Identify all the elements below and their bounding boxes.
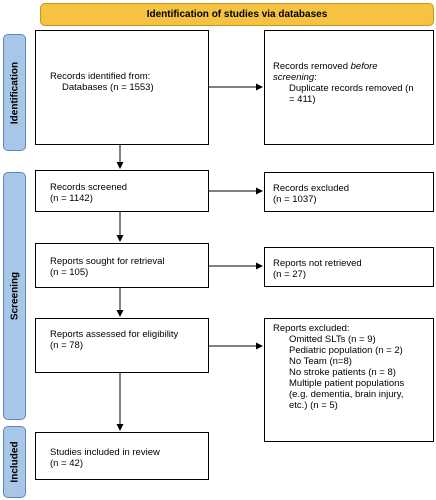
records-identified-label: Records identified from: (50, 71, 151, 82)
phase-screening: Screening (3, 172, 26, 420)
reports-assessed-count: (n = 78) (50, 340, 84, 351)
records-identified-count: Databases (n = 1553) (62, 82, 154, 93)
exclusion-reason: Pediatric population (n = 2) (289, 345, 403, 356)
records-identified-box: Records identified from: Databases (n = … (35, 30, 209, 145)
exclusion-reason: No Team (n=8) (289, 356, 352, 367)
studies-included-count: (n = 42) (50, 458, 84, 469)
records-screened-box: Records screened (n = 1142) (35, 170, 209, 212)
exclusion-reason: Omitted SLTs (n = 9) (289, 334, 376, 345)
studies-included-box: Studies included in review (n = 42) (35, 432, 209, 480)
records-removed-stage: screening: (273, 72, 317, 83)
records-removed-box: Records removed before screening: Duplic… (264, 30, 434, 145)
reports-sought-count: (n = 105) (50, 267, 89, 278)
exclusion-reason: etc.) (n = 5) (289, 400, 338, 411)
header-title: Identification of studies via databases (146, 9, 328, 20)
duplicates-removed-label: Duplicate records removed (n (289, 83, 414, 94)
phase-identification: Identification (3, 34, 26, 151)
reports-not-retrieved-box: Reports not retrieved (n = 27) (264, 247, 434, 287)
records-screened-count: (n = 1142) (50, 193, 93, 204)
reports-not-retrieved-count: (n = 27) (273, 269, 307, 280)
phase-included: Included (3, 426, 26, 498)
reports-sought-label: Reports sought for retrieval (50, 256, 165, 267)
duplicates-removed-count: = 411) (289, 94, 316, 105)
records-excluded-count: (n = 1037) (273, 194, 317, 205)
records-screened-label: Records screened (50, 182, 128, 193)
records-excluded-box: Records excluded (n = 1037) (264, 172, 434, 212)
records-removed-label: Records removed before (273, 61, 378, 72)
reports-excluded-box: Reports excluded: Omitted SLTs (n = 9) P… (264, 318, 434, 442)
exclusion-reason: (e.g. dementia, brain injury, (289, 389, 404, 400)
reports-sought-box: Reports sought for retrieval (n = 105) (35, 243, 209, 288)
exclusion-reason: Multiple patient populations (289, 378, 405, 389)
records-excluded-label: Records excluded (273, 183, 350, 194)
reports-not-retrieved-label: Reports not retrieved (273, 258, 362, 269)
header-banner: Identification of studies via databases (40, 3, 434, 26)
studies-included-label: Studies included in review (50, 447, 160, 458)
reports-excluded-title: Reports excluded: (273, 323, 350, 334)
reports-assessed-label: Reports assessed for eligibility (50, 329, 179, 340)
exclusion-reason: No stroke patients (n = 8) (289, 367, 396, 378)
reports-assessed-box: Reports assessed for eligibility (n = 78… (35, 318, 209, 373)
